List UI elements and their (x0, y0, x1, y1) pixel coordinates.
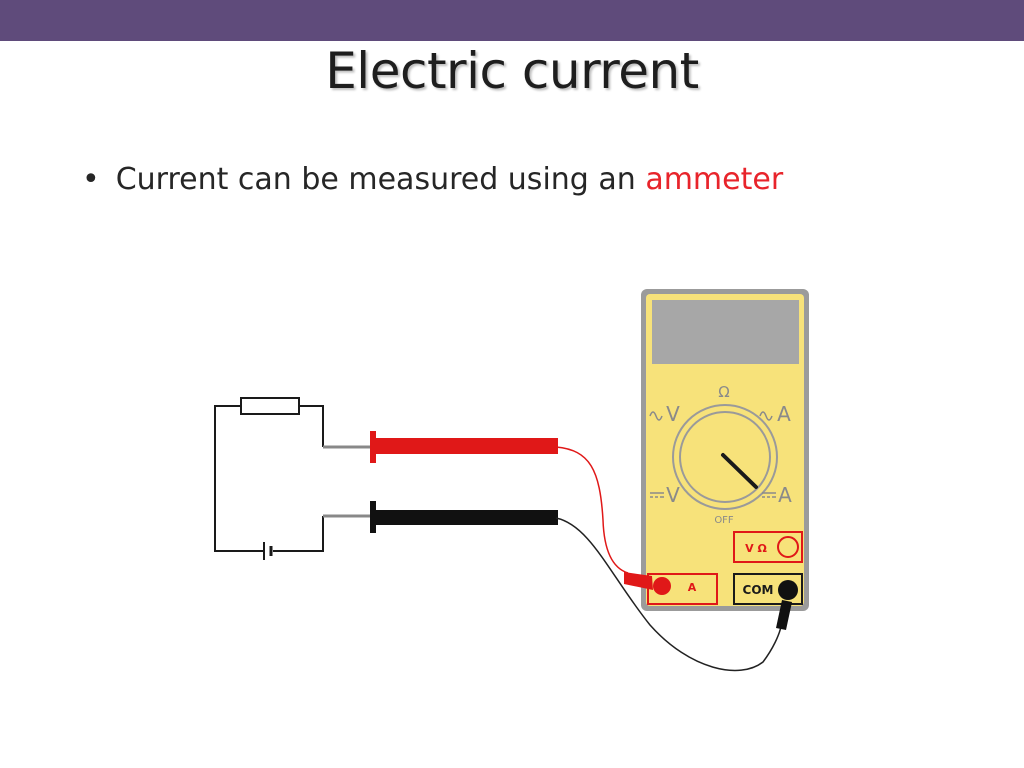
selector-dial[interactable] (672, 404, 778, 510)
dc-voltage-label: V (666, 483, 680, 507)
amps-port-label: A (688, 581, 697, 594)
dc-current-label: A (778, 483, 792, 507)
meter-display (652, 300, 799, 364)
bullet-point: • Current can be measured using an ammete… (82, 162, 783, 197)
voltage-ohm-port[interactable]: V Ω (733, 531, 803, 563)
port-socket-icon (777, 536, 799, 558)
black-probe[interactable] (370, 501, 558, 533)
com-port-label: COM (743, 583, 774, 597)
bullet-highlight: ammeter (645, 162, 784, 197)
multimeter: Ω V A V A OFF V Ω A COM (641, 289, 809, 611)
dc-symbol-icon (762, 492, 776, 498)
com-port[interactable]: COM (733, 573, 803, 605)
ac-voltage-label: V (666, 402, 680, 426)
off-label: OFF (714, 515, 734, 526)
bullet-text: Current can be measured using an (115, 162, 646, 197)
red-plug (624, 572, 671, 595)
circuit (214, 397, 324, 560)
red-probe[interactable] (370, 431, 558, 463)
ac-wave-icon (649, 411, 663, 421)
bullet-icon: • (82, 162, 100, 197)
dial-pointer (721, 453, 758, 489)
amps-port[interactable]: A (647, 573, 718, 605)
header-bar (0, 0, 1024, 41)
resistor-icon (240, 397, 300, 415)
ac-wave-icon (759, 411, 773, 421)
slide-title: Electric current (325, 42, 699, 100)
ohm-label: Ω (718, 383, 729, 401)
black-plug (776, 580, 798, 630)
voltage-ohm-port-label: V Ω (745, 542, 767, 555)
dc-symbol-icon (650, 492, 664, 498)
black-lead-wire (555, 517, 783, 672)
battery-icon (263, 542, 273, 560)
ac-current-label: A (777, 402, 791, 426)
red-lead-wire (555, 446, 629, 574)
